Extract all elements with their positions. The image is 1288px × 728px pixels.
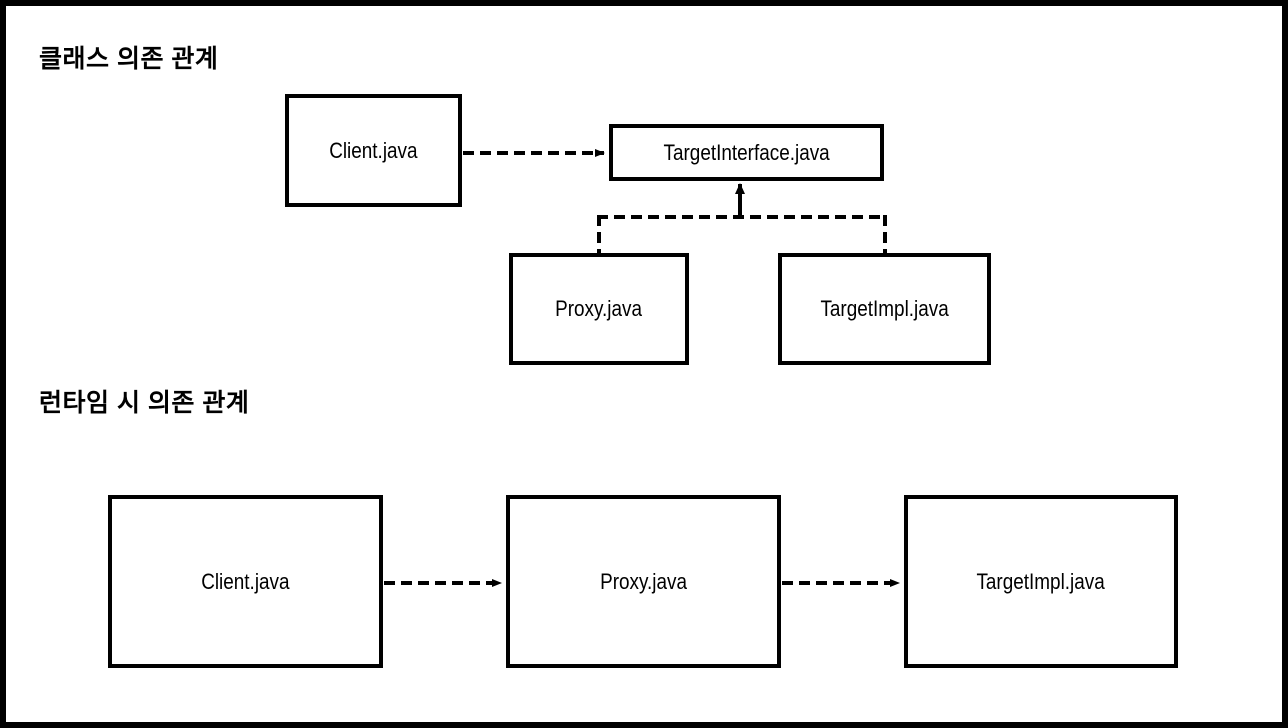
node-client-java-runtime[interactable]: Client.java	[108, 495, 383, 668]
node-label: TargetImpl.java	[820, 296, 949, 321]
section-heading-class-dependency: 클래스 의존 관계	[39, 45, 219, 73]
node-label: Proxy.java	[555, 296, 643, 321]
node-label: Client.java	[329, 137, 418, 163]
node-targetimpl-java-runtime[interactable]: TargetImpl.java	[904, 495, 1178, 668]
node-proxy-java-runtime[interactable]: Proxy.java	[506, 495, 781, 668]
edge-realization-bus	[597, 183, 887, 255]
node-label: TargetInterface.java	[663, 139, 830, 165]
node-label: Client.java	[201, 568, 290, 594]
node-label: TargetImpl.java	[976, 568, 1106, 594]
node-client-java-class[interactable]: Client.java	[285, 94, 462, 207]
node-targetinterface-java[interactable]: TargetInterface.java	[609, 124, 884, 181]
node-label: Proxy.java	[600, 568, 687, 594]
diagram-canvas: TargetInterface --> 클래스 의존 관계 런타	[6, 6, 1282, 722]
section-heading-runtime-dependency: 런타임 시 의존 관계	[39, 389, 250, 417]
node-proxy-java-class[interactable]: Proxy.java	[509, 253, 689, 365]
node-targetimpl-java-class[interactable]: TargetImpl.java	[778, 253, 991, 365]
